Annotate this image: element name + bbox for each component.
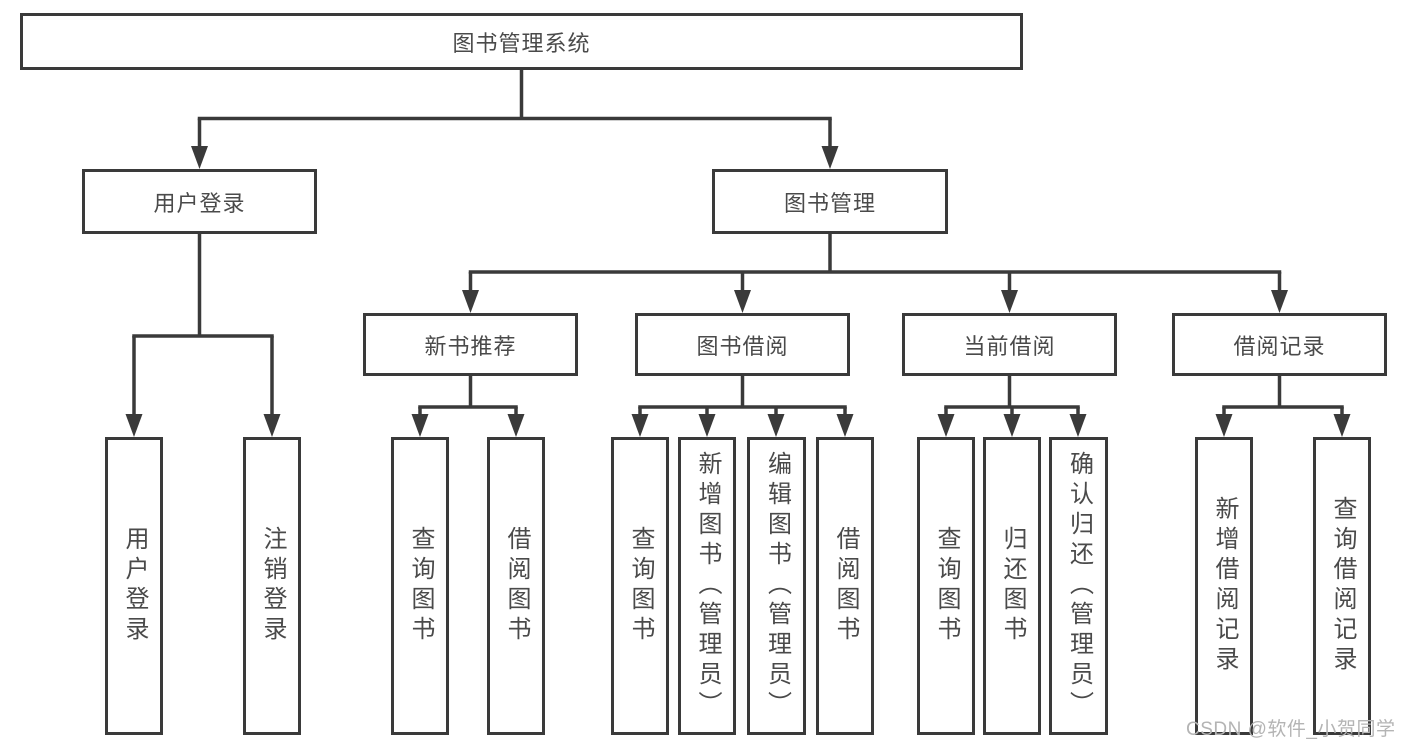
node-borrowing-records: 借阅记录 [1172, 313, 1387, 376]
node-root-label: 图书管理系统 [452, 30, 591, 56]
leaf-edit-books-admin: 编辑图书（管理员） [747, 437, 806, 735]
node-current-borrowing-label: 当前借阅 [963, 333, 1056, 359]
leaf-confirm-return-admin: 确认归还（管理员） [1049, 437, 1108, 735]
leaf-add-borrow-record: 新增借阅记录 [1195, 437, 1253, 735]
leaf-query-books-current: 查询图书 [917, 437, 975, 735]
leaf-add-books-admin-label: 新增图书（管理员） [694, 451, 721, 721]
node-new-book-recommendation-label: 新书推荐 [424, 333, 517, 359]
leaf-query-books-recommend: 查询图书 [391, 437, 449, 735]
leaf-user-login: 用户登录 [105, 437, 163, 735]
leaf-return-books: 归还图书 [983, 437, 1041, 735]
node-current-borrowing: 当前借阅 [902, 313, 1117, 376]
leaf-borrow-books: 借阅图书 [816, 437, 874, 735]
leaf-borrow-books-label: 借阅图书 [832, 526, 859, 646]
leaf-query-borrow-record: 查询借阅记录 [1313, 437, 1371, 735]
node-root: 图书管理系统 [20, 13, 1023, 70]
node-book-management-branch-label: 图书管理 [783, 190, 876, 216]
node-borrowing-records-label: 借阅记录 [1233, 333, 1326, 359]
leaf-query-books-borrowing-label: 查询图书 [627, 526, 654, 646]
leaf-query-books-borrowing: 查询图书 [611, 437, 669, 735]
leaf-query-borrow-record-label: 查询借阅记录 [1329, 496, 1356, 676]
leaf-borrow-books-recommend: 借阅图书 [487, 437, 545, 735]
leaf-query-books-current-label: 查询图书 [933, 526, 960, 646]
node-book-borrowing: 图书借阅 [635, 313, 850, 376]
csdn-watermark: CSDN @软件_小贺同学 [1186, 719, 1396, 740]
leaf-borrow-books-recommend-label: 借阅图书 [503, 526, 530, 646]
node-book-borrowing-label: 图书借阅 [696, 333, 789, 359]
leaf-user-login-label: 用户登录 [121, 526, 148, 646]
leaf-add-books-admin: 新增图书（管理员） [678, 437, 736, 735]
leaf-add-borrow-record-label: 新增借阅记录 [1211, 496, 1238, 676]
leaf-return-books-label: 归还图书 [999, 526, 1026, 646]
leaf-confirm-return-admin-label: 确认归还（管理员） [1065, 451, 1093, 721]
node-new-book-recommendation: 新书推荐 [363, 313, 578, 376]
node-user-login-branch: 用户登录 [82, 169, 317, 234]
node-user-login-branch-label: 用户登录 [153, 190, 246, 216]
leaf-logout: 注销登录 [243, 437, 301, 735]
leaf-edit-books-admin-label: 编辑图书（管理员） [763, 451, 791, 721]
node-book-management-branch: 图书管理 [712, 169, 948, 234]
arrowheads [125, 146, 1351, 437]
leaf-logout-label: 注销登录 [259, 526, 286, 646]
leaf-query-books-recommend-label: 查询图书 [407, 526, 434, 646]
